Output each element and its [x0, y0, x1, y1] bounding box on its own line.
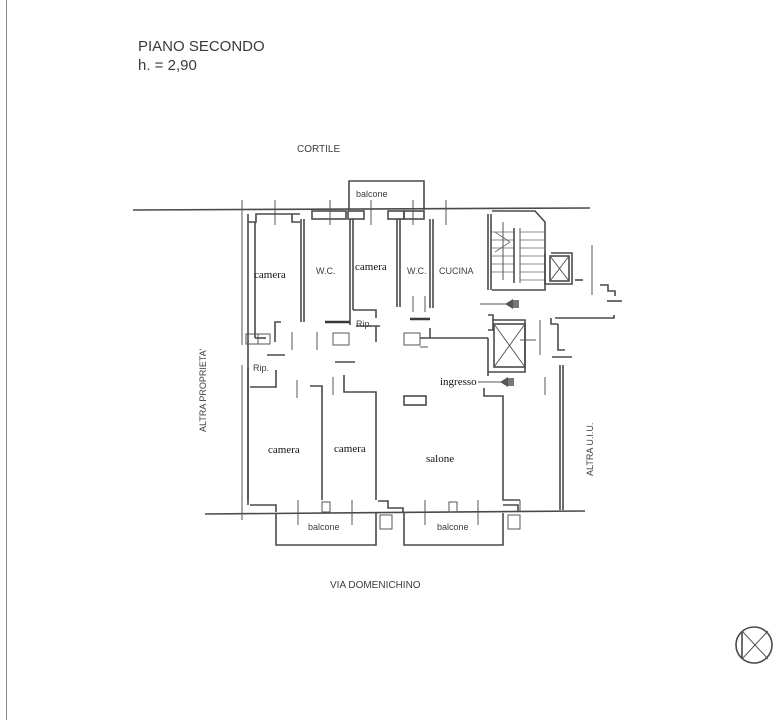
entrance-arrow-icon [478, 377, 514, 387]
elevator-shaft-icon [544, 245, 593, 295]
page-edge-line [6, 0, 7, 720]
circle-cross-symbol-icon [735, 626, 773, 664]
interior-walls-middle: Rip. [247, 354, 546, 511]
label-via-domenichino: VIA DOMENICHINO [330, 580, 421, 591]
label-altra-uiu: ALTRA U.I.U. [585, 423, 595, 476]
balcony-label-south-1: balcone [308, 522, 340, 532]
room-label-wc-2: W.C. [407, 266, 427, 276]
entrance-arrow-icon [480, 299, 519, 309]
room-label-camera-nw: camera [254, 269, 286, 281]
room-label-camera-n: camera [355, 261, 387, 273]
outer-walls [241, 200, 447, 520]
label-cortile: CORTILE [297, 144, 340, 155]
room-label-camera-s: camera [334, 443, 366, 455]
floor-title: PIANO SECONDO [138, 38, 265, 55]
room-label-ingresso: ingresso [440, 376, 477, 388]
room-label-salone: salone [426, 453, 454, 465]
north-balcony: balcone [348, 180, 425, 210]
room-label-rip-1: Rip. [356, 319, 372, 329]
elevator-shaft-icon [487, 314, 536, 376]
staircase-icon [492, 210, 546, 291]
balcony-label-south-2: balcone [437, 522, 469, 532]
south-walls [250, 500, 521, 530]
floor-height: h. = 2,90 [138, 57, 197, 74]
balcony-label-north: balcone [356, 189, 388, 199]
east-walls [539, 284, 622, 510]
boundary-lines [132, 207, 591, 515]
room-label-wc-1: W.C. [316, 266, 336, 276]
room-label-cucina: CUCINA [439, 266, 474, 276]
south-balcony-1: balcone [275, 513, 377, 546]
interior-walls-north: Rip. [245, 214, 492, 350]
room-label-rip-2: Rip. [253, 363, 269, 373]
room-label-camera-sw: camera [268, 444, 300, 456]
label-altra-proprieta: ALTRA PROPRIETA' [198, 348, 208, 432]
south-balcony-2: balcone [403, 513, 504, 546]
